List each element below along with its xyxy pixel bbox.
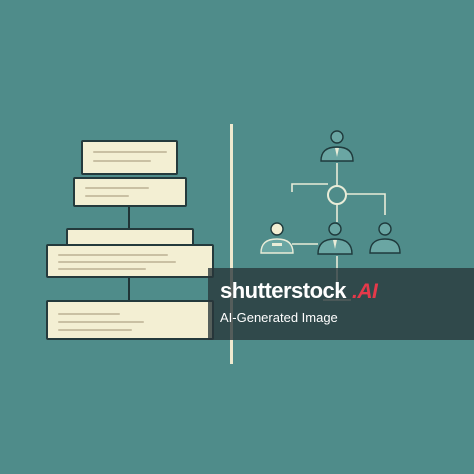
connector-line bbox=[291, 183, 328, 192]
person-icon bbox=[369, 222, 401, 254]
stock-watermark-banner: shutterstock .AI AI-Generated Image bbox=[208, 268, 474, 340]
stack-card-2 bbox=[73, 177, 187, 207]
person-icon bbox=[317, 222, 353, 255]
brand-wordmark: shutterstock bbox=[220, 278, 347, 303]
text-line bbox=[58, 254, 168, 256]
divider-line bbox=[230, 124, 233, 364]
connector-line bbox=[346, 193, 386, 215]
text-line bbox=[93, 160, 151, 162]
text-line bbox=[93, 151, 167, 153]
stack-card-4 bbox=[46, 244, 214, 278]
text-line bbox=[85, 195, 129, 197]
watermark-caption: AI-Generated Image bbox=[220, 310, 338, 325]
text-line bbox=[58, 261, 176, 263]
person-icon bbox=[320, 130, 354, 162]
text-line bbox=[58, 329, 132, 331]
stack-card-1 bbox=[81, 140, 178, 175]
ai-badge: .AI bbox=[352, 280, 378, 303]
text-line bbox=[58, 321, 144, 323]
connector-line bbox=[128, 278, 130, 300]
shutterstock-logo: shutterstock .AI bbox=[220, 278, 378, 308]
text-line bbox=[58, 313, 120, 315]
person-icon bbox=[260, 222, 294, 254]
text-line bbox=[58, 268, 146, 270]
text-line bbox=[85, 187, 149, 189]
connector-line bbox=[128, 207, 130, 229]
stack-card-5 bbox=[46, 300, 214, 340]
junction-node bbox=[327, 185, 347, 205]
